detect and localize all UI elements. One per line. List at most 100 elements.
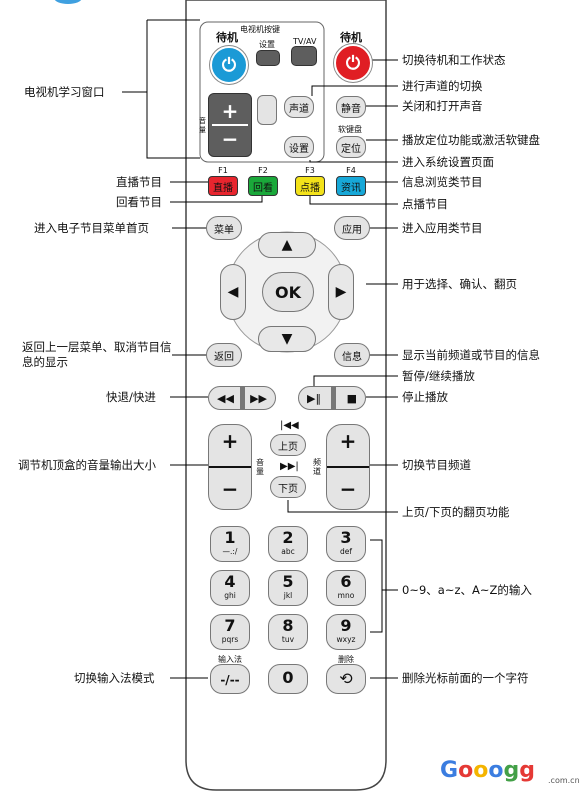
soft-keyboard-label: 软键盘 — [338, 125, 362, 134]
annotation-epg-home: 进入电子节目菜单首页 — [34, 221, 149, 235]
annotation-locate: 播放定位功能或激活软键盘 — [402, 133, 540, 147]
tvav-button[interactable] — [291, 46, 317, 66]
dpad-up[interactable]: ▲ — [258, 232, 316, 258]
annotation-info: 显示当前频道或节目的信息 — [402, 348, 540, 362]
standby-left-label: 待机 — [216, 31, 238, 44]
annotation-mute: 关闭和打开声音 — [402, 99, 483, 113]
ok-button[interactable]: OK — [262, 272, 314, 312]
live-button[interactable]: 直播 — [208, 176, 238, 196]
line-replay — [170, 193, 263, 203]
annotation-switch-channel: 切换节目频道 — [402, 458, 471, 472]
fast-forward-icon: ▶▶ — [250, 391, 267, 405]
annotation-toggle-standby: 切换待机和工作状态 — [402, 53, 506, 67]
watermark-logo: Gooogg — [440, 758, 535, 783]
arrow-left-icon: ◀ — [227, 284, 239, 300]
channel-divider — [327, 466, 369, 468]
annotation-stop: 停止播放 — [402, 390, 448, 404]
rewind-icon: ◀◀ — [217, 391, 234, 405]
play-stop-rocker[interactable]: ▶‖ ■ — [298, 386, 366, 410]
settings-button[interactable]: 设置 — [284, 136, 314, 158]
tv-volume-rocker[interactable]: + − — [208, 93, 252, 157]
input-method-label: 输入法 — [218, 655, 242, 664]
top-blue-mark — [54, 0, 82, 4]
volume-minus-icon: − — [221, 477, 239, 501]
stop-icon: ■ — [346, 391, 357, 405]
standby-left-button[interactable]: ⏻ — [210, 46, 248, 84]
volume-rocker[interactable]: + − — [208, 424, 252, 510]
page-up-button[interactable]: 上页 — [270, 434, 306, 456]
info-news-button[interactable]: 资讯 — [336, 176, 366, 196]
volume-plus-icon: + — [221, 429, 239, 453]
back-button[interactable]: 返回 — [206, 343, 242, 367]
mute-button[interactable]: 静音 — [336, 96, 366, 118]
channel-label: 频道 — [313, 458, 321, 476]
annotation-tv-learning: 电视机学习窗口 — [24, 85, 105, 99]
vod-button[interactable]: 点播 — [295, 176, 325, 196]
channel-rocker[interactable]: + − — [326, 424, 370, 510]
power-icon: ⏻ — [221, 54, 237, 76]
volume-label: 音量 — [256, 458, 264, 476]
dpad-right[interactable]: ▶ — [328, 264, 354, 320]
line-vod — [309, 193, 398, 205]
tv-settings-button[interactable] — [256, 50, 280, 66]
menu-button[interactable]: 菜单 — [206, 216, 242, 240]
arrow-right-icon: ▶ — [335, 284, 347, 300]
arrow-up-icon: ▲ — [281, 237, 293, 253]
key-1[interactable]: 1—.:/ — [210, 526, 250, 562]
annotation-info-browse: 信息浏览类节目 — [402, 175, 483, 189]
annotation-rew-ff: 快退/快进 — [106, 390, 156, 404]
replay-button[interactable]: 回看 — [248, 176, 278, 196]
line-page — [287, 500, 398, 513]
line-channel-sound — [311, 85, 398, 96]
volume-divider — [209, 466, 251, 468]
rocker-divider — [331, 387, 337, 409]
tv-volume-plus: + — [221, 99, 239, 123]
line-tv-learning — [146, 20, 200, 159]
tv-volume-label: 音量 — [199, 117, 206, 134]
annotation-select-confirm: 用于选择、确认、翻页 — [402, 277, 517, 291]
annotation-switch-channel-sound: 进行声道的切换 — [402, 79, 483, 93]
rocker-divider — [239, 387, 245, 409]
apps-button[interactable]: 应用 — [334, 216, 370, 240]
annotation-back: 返回上一层菜单、取消节目信息的显示 — [22, 340, 172, 369]
line-pause — [313, 375, 398, 390]
annotation-digit-input: 0~9、a~z、A~Z的输入 — [402, 583, 532, 597]
annotation-delete-char: 删除光标前面的一个字符 — [402, 671, 529, 685]
play-pause-icon: ▶‖ — [307, 391, 321, 405]
arrow-down-icon: ▼ — [281, 331, 293, 347]
annotation-enter-settings: 进入系统设置页面 — [402, 155, 494, 169]
dpad-left[interactable]: ◀ — [220, 264, 246, 320]
tv-volume-divider — [212, 124, 248, 126]
tvav-label: TV/AV — [293, 37, 317, 46]
annotation-replay: 回看节目 — [116, 195, 162, 209]
delete-key[interactable]: ⟲ — [326, 664, 366, 694]
annotation-vod: 点播节目 — [402, 197, 448, 211]
key-0[interactable]: 0 — [268, 664, 308, 694]
f2-label: F2 — [258, 166, 268, 175]
page-down-button[interactable]: 下页 — [270, 476, 306, 498]
locate-button[interactable]: 定位 — [336, 136, 366, 158]
standby-right-button[interactable]: ⏻ — [334, 44, 372, 82]
tv-volume-minus: − — [221, 127, 239, 151]
annotation-switch-input: 切换输入法模式 — [74, 671, 155, 685]
channel-sound-button[interactable]: 声道 — [284, 96, 314, 118]
f3-label: F3 — [305, 166, 315, 175]
rewind-forward-rocker[interactable]: ◀◀ ▶▶ — [208, 386, 276, 410]
settings-small-label: 设置 — [259, 40, 275, 49]
info-button[interactable]: 信息 — [334, 343, 370, 367]
tv-learning-window-frame — [199, 21, 325, 163]
annotation-pause-play: 暂停/继续播放 — [402, 369, 475, 383]
input-method-key[interactable]: -/-- — [210, 664, 250, 694]
tv-blank-key[interactable] — [257, 95, 277, 125]
dpad-down[interactable]: ▼ — [258, 326, 316, 352]
annotation-live: 直播节目 — [116, 175, 162, 189]
f1-label: F1 — [218, 166, 228, 175]
